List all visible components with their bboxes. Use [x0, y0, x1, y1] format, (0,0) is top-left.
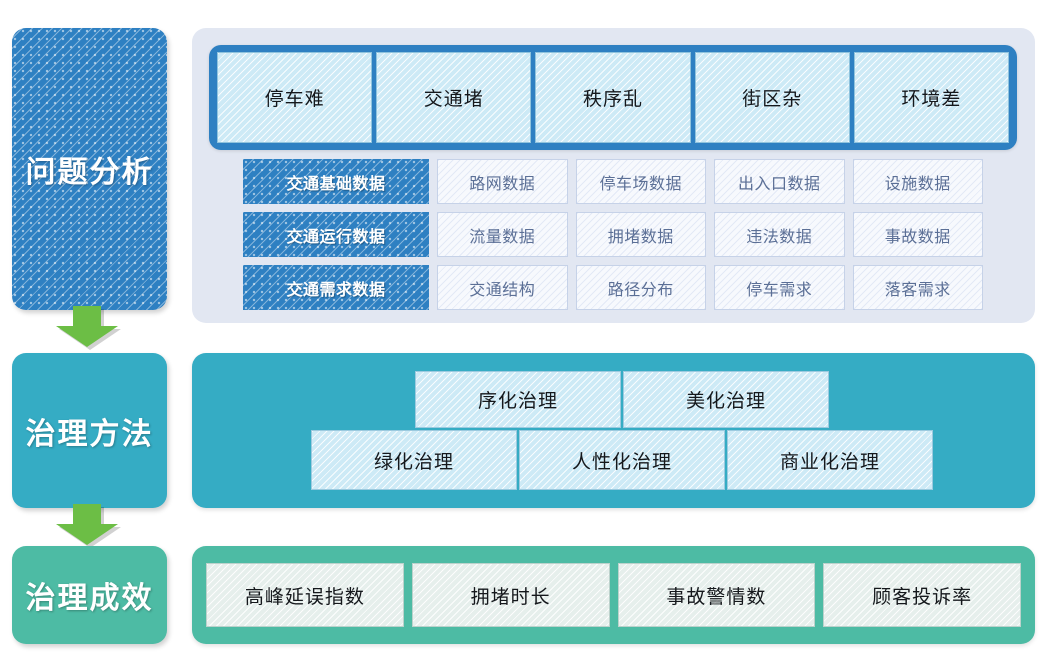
effect-indicator[interactable]: 拥堵时长	[411, 563, 610, 627]
data-cell-label: 事故数据	[884, 228, 951, 246]
stage-label-method[interactable]: 治理方法	[12, 353, 167, 508]
problem-chip-label: 街区杂	[742, 89, 803, 110]
data-cell[interactable]: 设施数据	[852, 159, 983, 204]
data-cell-label: 流量数据	[469, 228, 536, 246]
problem-chip[interactable]: 停车难	[217, 52, 373, 143]
data-cell[interactable]: 出入口数据	[714, 159, 845, 204]
method-chip[interactable]: 绿化治理	[311, 430, 517, 490]
data-cell-label: 落客需求	[884, 281, 951, 299]
effect-indicator[interactable]: 事故警情数	[617, 563, 816, 627]
data-row-header[interactable]: 交通需求数据	[243, 265, 429, 310]
effect-indicator-label: 顾客投诉率	[872, 586, 973, 608]
data-cell-label: 路径分布	[607, 281, 674, 299]
effect-indicator-label: 事故警情数	[666, 586, 767, 608]
data-cell[interactable]: 停车需求	[714, 265, 845, 310]
data-cell-label: 停车需求	[746, 281, 813, 299]
effect-indicator[interactable]: 顾客投诉率	[823, 563, 1021, 627]
data-row-header-label: 交通运行数据	[286, 228, 386, 246]
method-chip[interactable]: 美化治理	[623, 371, 829, 428]
data-cell[interactable]: 停车场数据	[575, 159, 706, 204]
data-row-header[interactable]: 交通基础数据	[243, 159, 429, 204]
data-cell-label: 设施数据	[884, 175, 951, 193]
stage-label-method-text: 治理方法	[25, 417, 154, 451]
data-cell[interactable]: 路网数据	[437, 159, 568, 204]
panel-method: 序化治理 美化治理 绿化治理 人性化治理 商业化治理	[192, 353, 1035, 508]
problem-chip-label: 交通堵	[423, 89, 484, 110]
arrow-method-to-effect	[56, 504, 124, 548]
data-cell-label: 违法数据	[746, 228, 813, 246]
method-chip-label: 美化治理	[685, 391, 766, 412]
data-matrix-row: 交通基础数据 路网数据 停车场数据 出入口数据 设施数据	[243, 159, 983, 204]
stage-label-effect-text: 治理成效	[25, 582, 154, 615]
data-matrix-row: 交通需求数据 交通结构 路径分布 停车需求 落客需求	[243, 265, 983, 310]
problem-chip-label: 秩序乱	[583, 89, 644, 110]
problem-chip-label: 环境差	[901, 89, 962, 110]
method-chip-label: 商业化治理	[779, 451, 880, 473]
data-matrix-row: 交通运行数据 流量数据 拥堵数据 违法数据 事故数据	[243, 212, 983, 257]
data-cell[interactable]: 事故数据	[852, 212, 983, 257]
effect-indicator[interactable]: 高峰延误指数	[206, 563, 404, 627]
method-chip-label: 序化治理	[477, 391, 558, 412]
arrow-problem-to-method	[56, 306, 124, 350]
data-cell-label: 交通结构	[469, 281, 536, 299]
problem-chip[interactable]: 秩序乱	[535, 52, 691, 143]
data-cell[interactable]: 路径分布	[575, 265, 706, 310]
method-chip[interactable]: 商业化治理	[727, 430, 933, 490]
stage-label-problem[interactable]: 问题分析	[12, 28, 167, 310]
data-cell-label: 停车场数据	[599, 175, 682, 193]
method-chip-label: 绿化治理	[373, 451, 454, 473]
problem-chip-label: 停车难	[264, 89, 325, 110]
data-cell[interactable]: 违法数据	[714, 212, 845, 257]
effect-indicator-label: 拥堵时长	[470, 586, 551, 608]
method-chip[interactable]: 序化治理	[415, 371, 621, 428]
stage-label-problem-text: 问题分析	[25, 156, 154, 189]
data-cell[interactable]: 流量数据	[437, 212, 568, 257]
problem-chip-band: 停车难 交通堵 秩序乱 街区杂 环境差	[209, 45, 1017, 150]
problem-chip[interactable]: 交通堵	[376, 52, 532, 143]
data-cell[interactable]: 拥堵数据	[575, 212, 706, 257]
panel-effect: 高峰延误指数 拥堵时长 事故警情数 顾客投诉率	[192, 546, 1035, 644]
method-chip-label: 人性化治理	[571, 451, 672, 473]
data-cell[interactable]: 落客需求	[852, 265, 983, 310]
data-cell[interactable]: 交通结构	[437, 265, 568, 310]
data-cell-label: 拥堵数据	[607, 228, 674, 246]
data-cell-label: 路网数据	[469, 175, 536, 193]
data-matrix: 交通基础数据 路网数据 停车场数据 出入口数据 设施数据 交通运行数据	[243, 159, 983, 310]
data-row-header-label: 交通基础数据	[286, 175, 386, 193]
data-cell-label: 出入口数据	[737, 175, 821, 193]
data-row-header-label: 交通需求数据	[286, 281, 386, 299]
problem-chip[interactable]: 环境差	[853, 52, 1010, 143]
data-row-header[interactable]: 交通运行数据	[243, 212, 429, 257]
panel-problem-analysis: 停车难 交通堵 秩序乱 街区杂 环境差 交通基础数据 路网数据	[192, 28, 1035, 323]
effect-indicator-label: 高峰延误指数	[244, 586, 365, 608]
problem-chip[interactable]: 街区杂	[694, 52, 850, 143]
stage-label-effect[interactable]: 治理成效	[12, 546, 167, 644]
method-chip[interactable]: 人性化治理	[519, 430, 725, 490]
